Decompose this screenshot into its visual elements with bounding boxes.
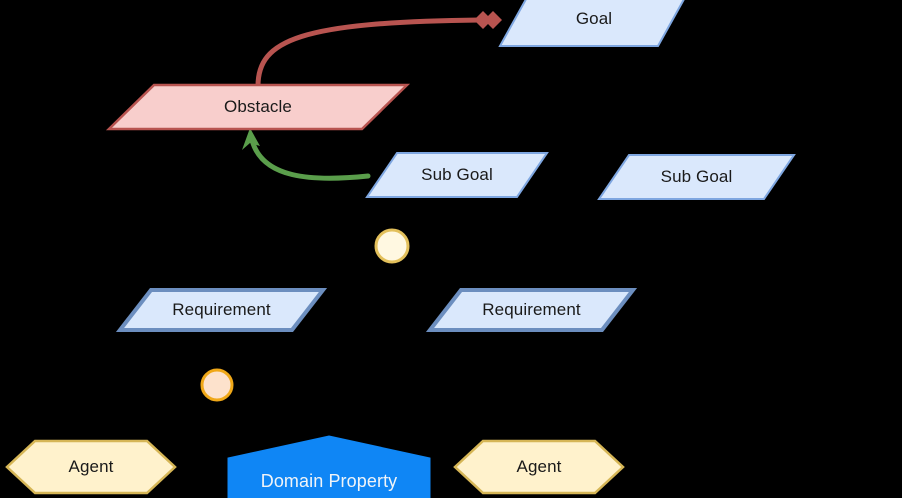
node-sub-goal-left[interactable]: Sub Goal bbox=[365, 152, 549, 198]
node-agent-left[interactable]: Agent bbox=[5, 438, 177, 496]
node-refinement-circle-upper[interactable] bbox=[374, 228, 410, 264]
resolution-edge-path bbox=[249, 137, 371, 181]
obstruction-edge-marker bbox=[474, 11, 502, 29]
node-goal[interactable]: Goal bbox=[498, 0, 688, 47]
node-requirement-left-label: Requirement bbox=[172, 300, 271, 319]
node-goal-label: Goal bbox=[575, 9, 613, 28]
node-sub-goal-right-label: Sub Goal bbox=[660, 167, 733, 186]
node-agent-left-label: Agent bbox=[68, 457, 114, 476]
node-requirement-left[interactable]: Requirement bbox=[115, 288, 328, 332]
node-agent-right[interactable]: Agent bbox=[453, 438, 625, 496]
obstruction-edge-path bbox=[255, 17, 483, 89]
node-obstacle[interactable]: Obstacle bbox=[105, 83, 411, 131]
node-obstacle-label: Obstacle bbox=[224, 97, 292, 116]
node-requirement-right-label: Requirement bbox=[482, 300, 581, 319]
node-requirement-right[interactable]: Requirement bbox=[425, 288, 638, 332]
node-sub-goal-left-label: Sub Goal bbox=[421, 165, 493, 184]
node-agent-right-label: Agent bbox=[516, 457, 562, 476]
node-sub-goal-right[interactable]: Sub Goal bbox=[597, 154, 796, 200]
node-refinement-circle-lower[interactable] bbox=[200, 368, 234, 402]
node-domain-property-label: Domain Property bbox=[260, 470, 398, 491]
node-domain-property[interactable]: Domain Property bbox=[227, 435, 431, 498]
resolution-edge-marker bbox=[242, 128, 260, 150]
